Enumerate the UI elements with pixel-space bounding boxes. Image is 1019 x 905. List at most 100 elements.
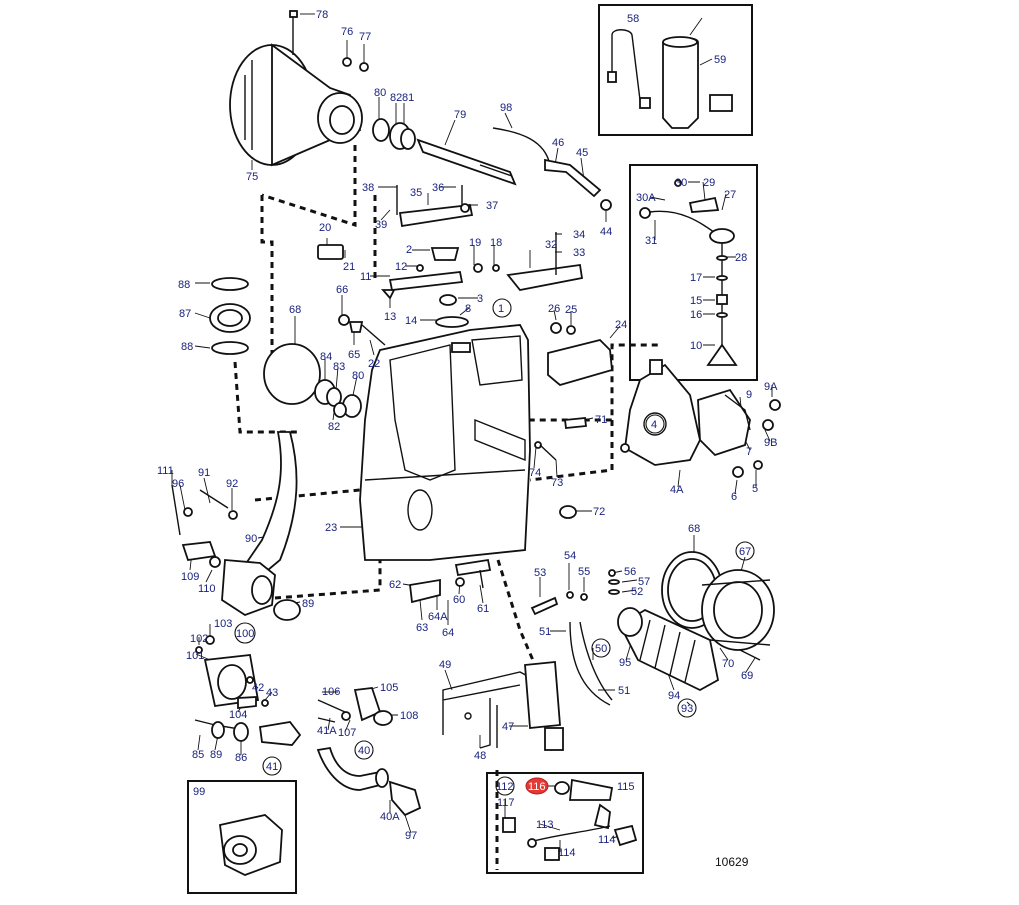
callout-102[interactable]: 102 <box>190 633 208 645</box>
callout-64[interactable]: 64 <box>442 627 454 639</box>
callout-60[interactable]: 60 <box>453 594 465 606</box>
callout-108[interactable]: 108 <box>400 710 418 722</box>
callout-7[interactable]: 7 <box>746 446 752 458</box>
callout-86[interactable]: 86 <box>235 752 247 764</box>
callout-21[interactable]: 21 <box>343 261 355 273</box>
callout-88[interactable]: 88 <box>178 279 190 291</box>
callout-6[interactable]: 6 <box>731 491 737 503</box>
callout-78[interactable]: 78 <box>316 9 328 21</box>
callout-26[interactable]: 26 <box>548 303 560 315</box>
callout-84[interactable]: 84 <box>320 351 332 363</box>
callout-75[interactable]: 75 <box>246 171 258 183</box>
callout-95[interactable]: 95 <box>619 657 631 669</box>
callout-80[interactable]: 80 <box>374 87 386 99</box>
callout-15[interactable]: 15 <box>690 295 702 307</box>
callout-3[interactable]: 3 <box>477 293 483 305</box>
callout-76[interactable]: 76 <box>341 26 353 38</box>
callout-58[interactable]: 58 <box>627 13 639 25</box>
callout-13[interactable]: 13 <box>384 311 396 323</box>
callout-41[interactable]: 41 <box>266 761 278 773</box>
callout-46[interactable]: 46 <box>552 137 564 149</box>
callout-63[interactable]: 63 <box>416 622 428 634</box>
callout-18[interactable]: 18 <box>490 237 502 249</box>
callout-87[interactable]: 87 <box>179 308 191 320</box>
callout-72[interactable]: 72 <box>593 506 605 518</box>
callout-116[interactable]: 116 <box>528 781 546 793</box>
callout-68[interactable]: 68 <box>289 304 301 316</box>
callout-81[interactable]: 81 <box>402 92 414 104</box>
callout-114[interactable]: 114 <box>598 834 616 846</box>
callout-61[interactable]: 61 <box>477 603 489 615</box>
callout-11[interactable]: 11 <box>360 271 371 283</box>
callout-83[interactable]: 83 <box>333 361 345 373</box>
callout-109[interactable]: 109 <box>181 571 199 583</box>
callout-1[interactable]: 1 <box>498 303 504 315</box>
callout-94[interactable]: 94 <box>668 690 680 702</box>
callout-101[interactable]: 101 <box>186 650 204 662</box>
callout-71[interactable]: 71 <box>595 414 607 426</box>
callout-89[interactable]: 89 <box>302 598 314 610</box>
callout-16[interactable]: 16 <box>690 309 702 321</box>
callout-48[interactable]: 48 <box>474 750 486 762</box>
callout-106[interactable]: 106 <box>322 686 340 698</box>
callout-30A[interactable]: 30A <box>636 192 656 204</box>
callout-57[interactable]: 57 <box>638 576 650 588</box>
callout-77[interactable]: 77 <box>359 31 371 43</box>
callout-74[interactable]: 74 <box>529 467 541 479</box>
callout-25[interactable]: 25 <box>565 304 577 316</box>
callout-55[interactable]: 55 <box>578 566 590 578</box>
callout-45[interactable]: 45 <box>576 147 588 159</box>
callout-38[interactable]: 38 <box>362 182 374 194</box>
callout-8[interactable]: 8 <box>465 303 471 315</box>
callout-112[interactable]: 112 <box>496 781 514 793</box>
callout-53[interactable]: 53 <box>534 567 546 579</box>
callout-9B[interactable]: 9B <box>764 437 777 449</box>
callout-117[interactable]: 117 <box>497 797 515 809</box>
callout-35[interactable]: 35 <box>410 187 422 199</box>
callout-22[interactable]: 22 <box>368 358 380 370</box>
callout-67[interactable]: 67 <box>739 546 751 558</box>
callout-104[interactable]: 104 <box>229 709 247 721</box>
callout-49[interactable]: 49 <box>439 659 451 671</box>
callout-82[interactable]: 82 <box>328 421 340 433</box>
callout-33[interactable]: 33 <box>573 247 585 259</box>
callout-44[interactable]: 44 <box>600 226 612 238</box>
callout-4[interactable]: 4 <box>651 419 657 431</box>
callout-82[interactable]: 82 <box>390 92 402 104</box>
callout-23[interactable]: 23 <box>325 522 337 534</box>
callout-9A[interactable]: 9A <box>764 381 778 393</box>
callout-92[interactable]: 92 <box>226 478 238 490</box>
callout-89[interactable]: 89 <box>210 749 222 761</box>
callout-31[interactable]: 31 <box>645 235 657 247</box>
callout-73[interactable]: 73 <box>551 477 563 489</box>
callout-110[interactable]: 110 <box>198 583 216 595</box>
callout-69[interactable]: 69 <box>741 670 753 682</box>
callout-80[interactable]: 80 <box>352 370 364 382</box>
callout-39[interactable]: 39 <box>375 219 387 231</box>
callout-42[interactable]: 42 <box>252 682 264 694</box>
callout-59[interactable]: 59 <box>714 54 726 66</box>
callout-29[interactable]: 29 <box>703 177 715 189</box>
callout-62[interactable]: 62 <box>389 579 401 591</box>
callout-52[interactable]: 52 <box>631 586 643 598</box>
callout-32[interactable]: 32 <box>545 239 557 251</box>
callout-41A[interactable]: 41A <box>317 725 337 737</box>
callout-4A[interactable]: 4A <box>670 484 684 496</box>
callout-28[interactable]: 28 <box>735 252 747 264</box>
callout-64A[interactable]: 64A <box>428 611 448 623</box>
callout-12[interactable]: 12 <box>395 261 407 273</box>
callout-5[interactable]: 5 <box>752 483 758 495</box>
callout-70[interactable]: 70 <box>722 658 734 670</box>
callout-68[interactable]: 68 <box>688 523 700 535</box>
callout-20[interactable]: 20 <box>319 222 331 234</box>
callout-51[interactable]: 51 <box>539 626 551 638</box>
callout-43[interactable]: 43 <box>266 687 278 699</box>
callout-91[interactable]: 91 <box>198 467 210 479</box>
callout-10[interactable]: 10 <box>690 340 702 352</box>
callout-113[interactable]: 113 <box>536 819 554 831</box>
callout-97[interactable]: 97 <box>405 830 417 842</box>
callout-14[interactable]: 14 <box>405 315 417 327</box>
callout-37[interactable]: 37 <box>486 200 498 212</box>
callout-51[interactable]: 51 <box>618 685 630 697</box>
callout-19[interactable]: 19 <box>469 237 481 249</box>
